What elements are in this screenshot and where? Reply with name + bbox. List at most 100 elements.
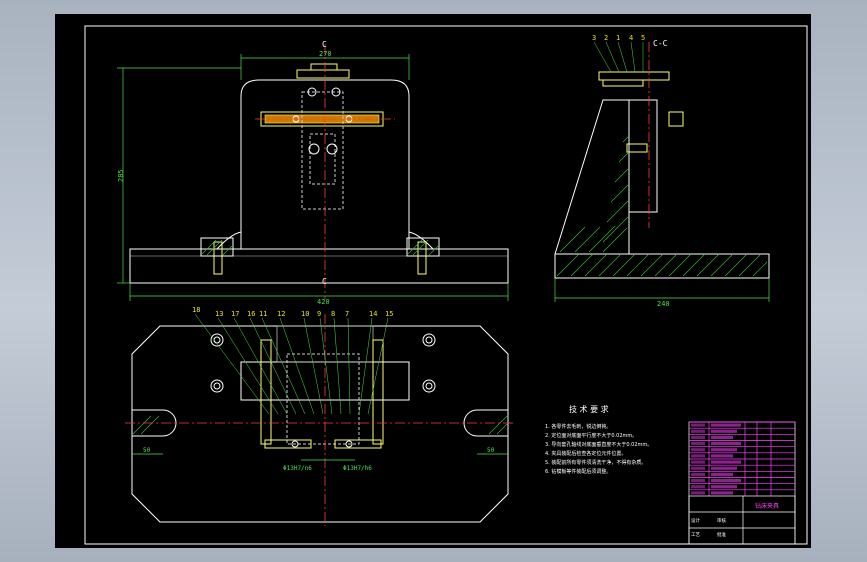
- title-block-row-text: [711, 448, 737, 452]
- top-part-label: 17: [231, 310, 239, 318]
- top-dimensions: [132, 453, 508, 461]
- section-title: C-C: [653, 39, 668, 48]
- section-base-dimension: 240: [657, 300, 670, 308]
- top-leader-line: [194, 313, 270, 415]
- title-block-row-index: [691, 454, 705, 458]
- top-part-label: 16: [247, 310, 255, 318]
- title-block-row-index: [691, 472, 705, 476]
- title-block-row-index: [691, 466, 705, 470]
- top-slot-hatch: [132, 415, 508, 435]
- top-part-label: 11: [259, 310, 267, 318]
- top-part-label: 18: [192, 306, 200, 314]
- section-leader-line: [593, 41, 612, 73]
- top-bolt-tr: [422, 333, 436, 347]
- tech-requirements-list: 1. 各零件去毛刺，锐边倒钝。 2. 定位面对底面平行度不大于0.02mm。 3. …: [545, 423, 652, 475]
- top-part-label: 8: [331, 310, 335, 318]
- top-part-label: 7: [345, 310, 349, 318]
- title-block-row-index: [691, 435, 705, 439]
- title-block-row-text: [711, 423, 741, 427]
- title-block-rows: [691, 423, 741, 495]
- top-bolt-bl: [210, 379, 224, 393]
- top-fit-note-b: Φ13H7/h6: [343, 465, 372, 472]
- title-block-row-index: [691, 423, 705, 427]
- top-part-label: 12: [277, 310, 285, 318]
- title-block-row-text: [711, 472, 733, 476]
- title-block-label: 工艺: [691, 532, 700, 538]
- title-block-row-index: [691, 442, 705, 446]
- section-part-label: 5: [641, 34, 645, 42]
- top-bolt-br: [422, 379, 436, 393]
- section-dimension: [554, 278, 770, 302]
- tech-requirement-item: 6. 钻模板等件装配后须调整。: [545, 468, 611, 475]
- front-base-plate: [129, 248, 509, 284]
- title-block-row-text: [711, 479, 741, 483]
- front-right-block: [406, 237, 440, 257]
- top-part-label: 13: [215, 310, 223, 318]
- section-mark-bottom: C: [322, 277, 327, 286]
- title-block-row-text: [711, 460, 741, 464]
- drawing-sheet: 270 285 420 C C: [55, 14, 811, 548]
- section-upright: [554, 99, 630, 255]
- section-mark-top: C: [322, 40, 327, 49]
- section-leader-line: [617, 41, 628, 73]
- top-leader-line: [303, 317, 324, 415]
- title-block-label: 设计: [691, 517, 700, 524]
- section-part-label: 2: [604, 34, 608, 42]
- section-leader-line: [630, 41, 636, 73]
- title-block-row-index: [691, 429, 705, 433]
- title-block-row-index: [691, 460, 705, 464]
- front-hatch: [201, 239, 439, 256]
- title-block-label: 审核: [717, 517, 726, 524]
- title-block: [688, 421, 796, 545]
- section-base-plate: [554, 253, 770, 279]
- front-top-dimension: 270: [319, 50, 332, 58]
- title-block-row-index: [691, 479, 705, 483]
- title-block-row-text: [711, 491, 733, 495]
- front-left-block: [200, 237, 234, 257]
- drawing-frame: [84, 25, 808, 545]
- top-leader-line: [279, 317, 315, 415]
- top-view: [131, 325, 509, 523]
- top-leader-line: [261, 317, 306, 415]
- drawing-canvas[interactable]: 270 285 420 C C: [55, 14, 811, 548]
- tech-requirement-item: 1. 各零件去毛刺，锐边倒钝。: [545, 423, 611, 430]
- front-width-dimension: 420: [317, 298, 330, 306]
- top-leader-line: [358, 317, 373, 415]
- title-block-row-text: [711, 435, 733, 439]
- top-leader-line: [319, 317, 333, 415]
- title-block-name: 钻床夹具: [755, 502, 779, 510]
- top-part-label: 9: [317, 310, 321, 318]
- top-leader-line: [347, 317, 351, 415]
- top-leader-lines: [194, 313, 389, 415]
- title-block-label: 批准: [717, 531, 726, 538]
- title-block-row-text: [711, 442, 741, 446]
- top-part-label: 10: [301, 310, 309, 318]
- title-block-row-text: [711, 466, 737, 470]
- title-block-row-index: [691, 448, 705, 452]
- tech-requirement-item: 3. 导向套孔轴线对底面垂直度不大于0.02mm。: [545, 441, 652, 448]
- section-view: [554, 71, 770, 279]
- title-block-row-text: [711, 429, 737, 433]
- title-block-row-text: [711, 454, 733, 458]
- top-right-dimension: 50: [487, 447, 495, 454]
- title-block-row-index: [691, 491, 705, 495]
- section-part-label: 4: [629, 34, 633, 42]
- front-height-dimension: 285: [117, 169, 125, 182]
- section-part-label: 3: [592, 34, 596, 42]
- top-part-label: 15: [385, 310, 393, 318]
- tech-requirement-item: 5. 装配前所有零件须清洗干净，不得有杂质。: [545, 459, 646, 466]
- top-leader-line: [233, 317, 288, 415]
- title-block-row-index: [691, 485, 705, 489]
- top-leader-line: [333, 317, 342, 415]
- top-base-outline: [131, 325, 509, 523]
- top-leader-line: [367, 317, 389, 415]
- section-hatch: [556, 135, 768, 277]
- tech-requirement-item: 2. 定位面对底面平行度不大于0.02mm。: [545, 432, 637, 439]
- tech-requirement-item: 4. 夹具装配后检查各定位元件位置。: [545, 450, 626, 457]
- title-block-row-text: [711, 485, 737, 489]
- front-dimensions: [117, 54, 509, 301]
